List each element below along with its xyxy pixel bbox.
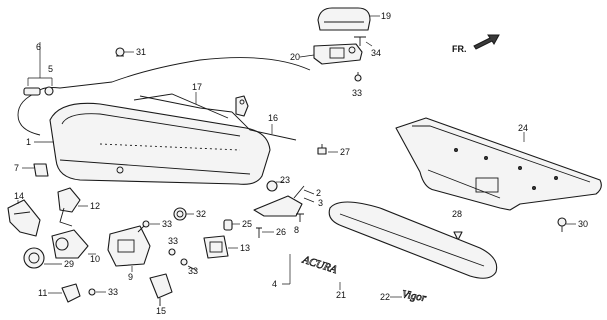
- brake-light-base: [313, 43, 363, 65]
- hinge-2-3: [253, 185, 305, 217]
- emblem-acura-21: ACURA: [300, 253, 339, 277]
- grommet-33-top: [354, 72, 362, 82]
- callout-33-bottom-left: 33: [108, 287, 118, 297]
- clip-28: [453, 231, 463, 241]
- hinge-18: [235, 95, 249, 117]
- plug-23: [266, 180, 278, 192]
- callout-16: 16: [268, 113, 278, 123]
- callout-5: 5: [48, 64, 53, 74]
- callout-24: 24: [518, 123, 528, 133]
- grommet-33-bottom-left: [88, 288, 96, 296]
- callout-27: 27: [340, 147, 350, 157]
- callout-4: 4: [272, 279, 277, 289]
- bolt-27: [317, 144, 327, 155]
- bumper-7: [33, 163, 49, 177]
- callout-6: 6: [36, 42, 41, 52]
- actuator-15: [149, 273, 173, 306]
- plug-32: [173, 207, 187, 221]
- callout-8: 8: [294, 225, 299, 235]
- front-arrow-icon: [473, 34, 500, 50]
- screw-26: [256, 227, 262, 238]
- callout-25: 25: [242, 219, 252, 229]
- callout-29: 29: [64, 259, 74, 269]
- trunk-lid: [49, 102, 271, 185]
- lock-cylinder-10: [51, 229, 89, 259]
- callout-10: 10: [90, 254, 100, 264]
- grommet-33-middle: [168, 248, 188, 266]
- bolt-34: [354, 36, 366, 46]
- acura-emblem-text: ACURA: [300, 254, 339, 277]
- cable-clip-31: [115, 47, 125, 57]
- release-cable: [37, 57, 311, 93]
- callout-26: 26: [276, 227, 286, 237]
- callout-20: 20: [290, 52, 300, 62]
- callout-30: 30: [578, 219, 588, 229]
- switch-13: [203, 235, 229, 259]
- callout-31: 31: [136, 47, 146, 57]
- callout-33-lower: 33: [188, 266, 198, 276]
- model-emblem-text: Vigor: [401, 288, 428, 304]
- callout-32: 32: [196, 209, 206, 219]
- callout-13: 13: [240, 243, 250, 253]
- callout-2: 2: [316, 188, 321, 198]
- clip-30: [557, 217, 567, 232]
- grommet-33-latch: [142, 220, 150, 228]
- callout-11: 11: [38, 288, 47, 298]
- callout-15: 15: [156, 306, 166, 316]
- clip-11: [61, 283, 81, 303]
- callout-21: 21: [336, 290, 346, 300]
- callout-17: 17: [192, 82, 202, 92]
- trunk-lining-24: [395, 117, 602, 211]
- callout-23: 23: [280, 175, 290, 185]
- spoiler-4: [328, 201, 498, 279]
- cable-end-5: [23, 86, 54, 96]
- callout-33-middle: 33: [168, 236, 178, 246]
- latch-bracket-14: [7, 199, 41, 237]
- callout-7: 7: [14, 163, 19, 173]
- torsion-bar-16: [231, 111, 297, 141]
- actuator-12: [57, 187, 81, 227]
- front-label: FR.: [452, 44, 467, 54]
- callout-19: 19: [381, 11, 391, 21]
- callout-22: 22: [380, 292, 390, 302]
- callout-33-top: 33: [352, 88, 362, 98]
- callout-34: 34: [371, 48, 381, 58]
- emblem-model-22: Vigor: [401, 288, 428, 305]
- bolt-8: [296, 213, 304, 222]
- torsion-bar-17: [133, 93, 233, 119]
- callout-3: 3: [318, 198, 323, 208]
- bulb-25: [223, 219, 233, 231]
- callout-9: 9: [128, 272, 133, 282]
- front-direction-indicator: FR.: [452, 34, 500, 54]
- callout-28: 28: [452, 209, 462, 219]
- brake-light-cover: [317, 7, 371, 31]
- latch-assembly-9: [107, 221, 151, 267]
- callout-12: 12: [90, 201, 100, 211]
- callout-1: 1: [26, 137, 31, 147]
- callout-33-latch: 33: [162, 219, 172, 229]
- cylinder-cap-29: [23, 247, 45, 269]
- callout-14: 14: [14, 191, 24, 201]
